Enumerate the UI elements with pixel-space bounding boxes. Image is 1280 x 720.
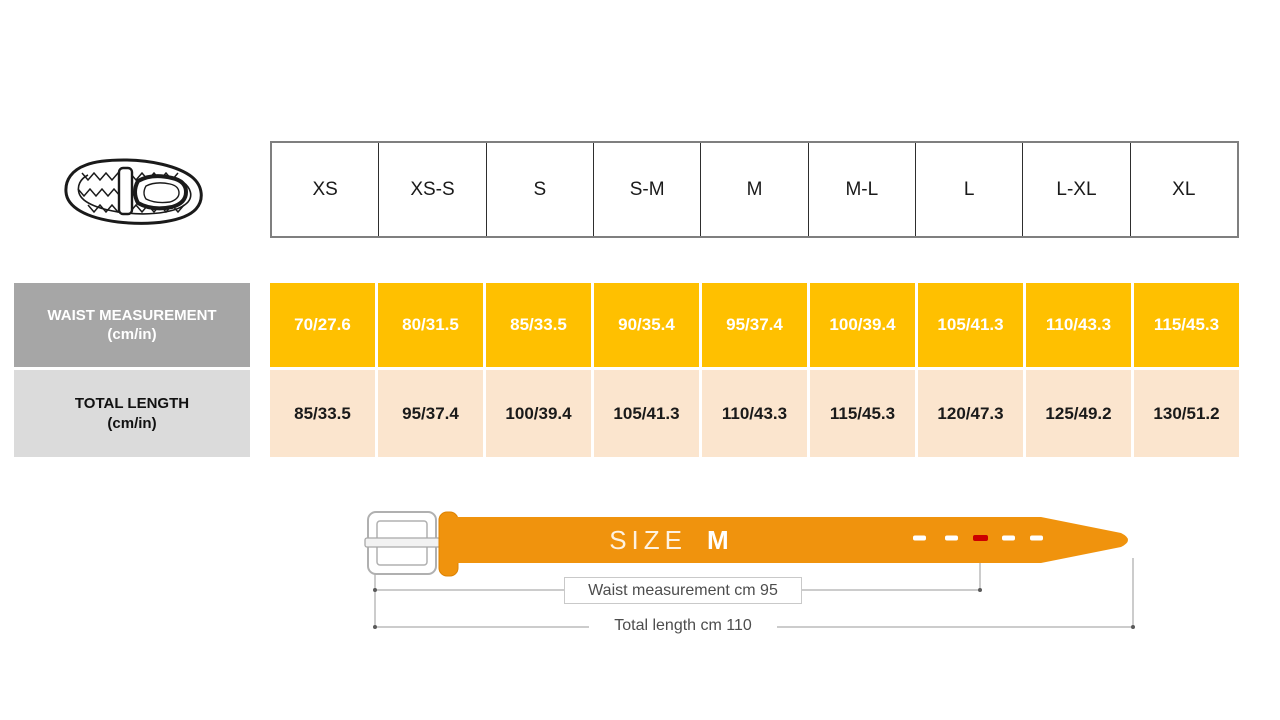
waist-measurement-row-cell: 80/31.5 [378,283,483,367]
total-length-row-cell: 85/33.5 [270,370,375,457]
total-length-row-cell: 125/49.2 [1026,370,1131,457]
waist-measurement-row-cell: 85/33.5 [486,283,591,367]
total-length-row-cell: 130/51.2 [1134,370,1239,457]
waist-measurement-caption: Waist measurement cm 95 [564,577,802,604]
waist-measurement-row-cell: 70/27.6 [270,283,375,367]
total-length-label-text: TOTAL LENGTH [74,395,190,412]
size-header-cell: M [700,143,807,236]
belt-strap [455,517,1128,563]
buckle-prong [364,537,446,548]
waist-measurement-row-cell: 105/41.3 [918,283,1023,367]
braided-belt-image [64,158,203,225]
size-header-cell: XS-S [378,143,485,236]
total-length-row-cell: 100/39.4 [486,370,591,457]
waist-measurement-label: WAIST MEASUREMENT (cm/in) [14,283,250,367]
total-length-row-cell: 120/47.3 [918,370,1023,457]
waist-measurement-row-cell: 90/35.4 [594,283,699,367]
belt-holes [913,535,1043,541]
waist-measurement-row-cell: 95/37.4 [702,283,807,367]
total-length-caption: Total length cm 110 [589,612,777,639]
total-length-row-cell: 95/37.4 [378,370,483,457]
waist-measurement-row-cell: 115/45.3 [1134,283,1239,367]
size-word: SIZE [609,525,687,555]
waist-measurement-label-unit: (cm/in) [107,326,157,343]
total-length-row-cell: 110/43.3 [702,370,807,457]
size-header-cell: S [485,143,593,236]
size-header-cell: S-M [592,143,700,236]
marked-hole [973,535,988,541]
size-value: M [707,525,729,555]
total-length-label: TOTAL LENGTH (cm/in) [14,370,250,457]
size-header-cell: L [914,143,1022,236]
waist-measurement-row-cell: 100/39.4 [810,283,915,367]
belt-buckle [364,511,446,575]
size-header-cell: M-L [807,143,915,236]
size-header-cell: XS [312,178,338,200]
size-header-cell: L-XL [1022,143,1129,236]
size-header-cell: XL [1129,143,1237,236]
dimension-endpoints [373,588,1135,629]
total-length-row-cell: 115/45.3 [810,370,915,457]
belt-diagram: SIZE M [364,511,1135,629]
total-length-row-cell: 105/41.3 [594,370,699,457]
waist-measurement-label-text: WAIST MEASUREMENT [47,306,217,324]
waist-measurement-row-cell: 110/43.3 [1026,283,1131,367]
total-length-label-unit: (cm/in) [107,414,157,432]
